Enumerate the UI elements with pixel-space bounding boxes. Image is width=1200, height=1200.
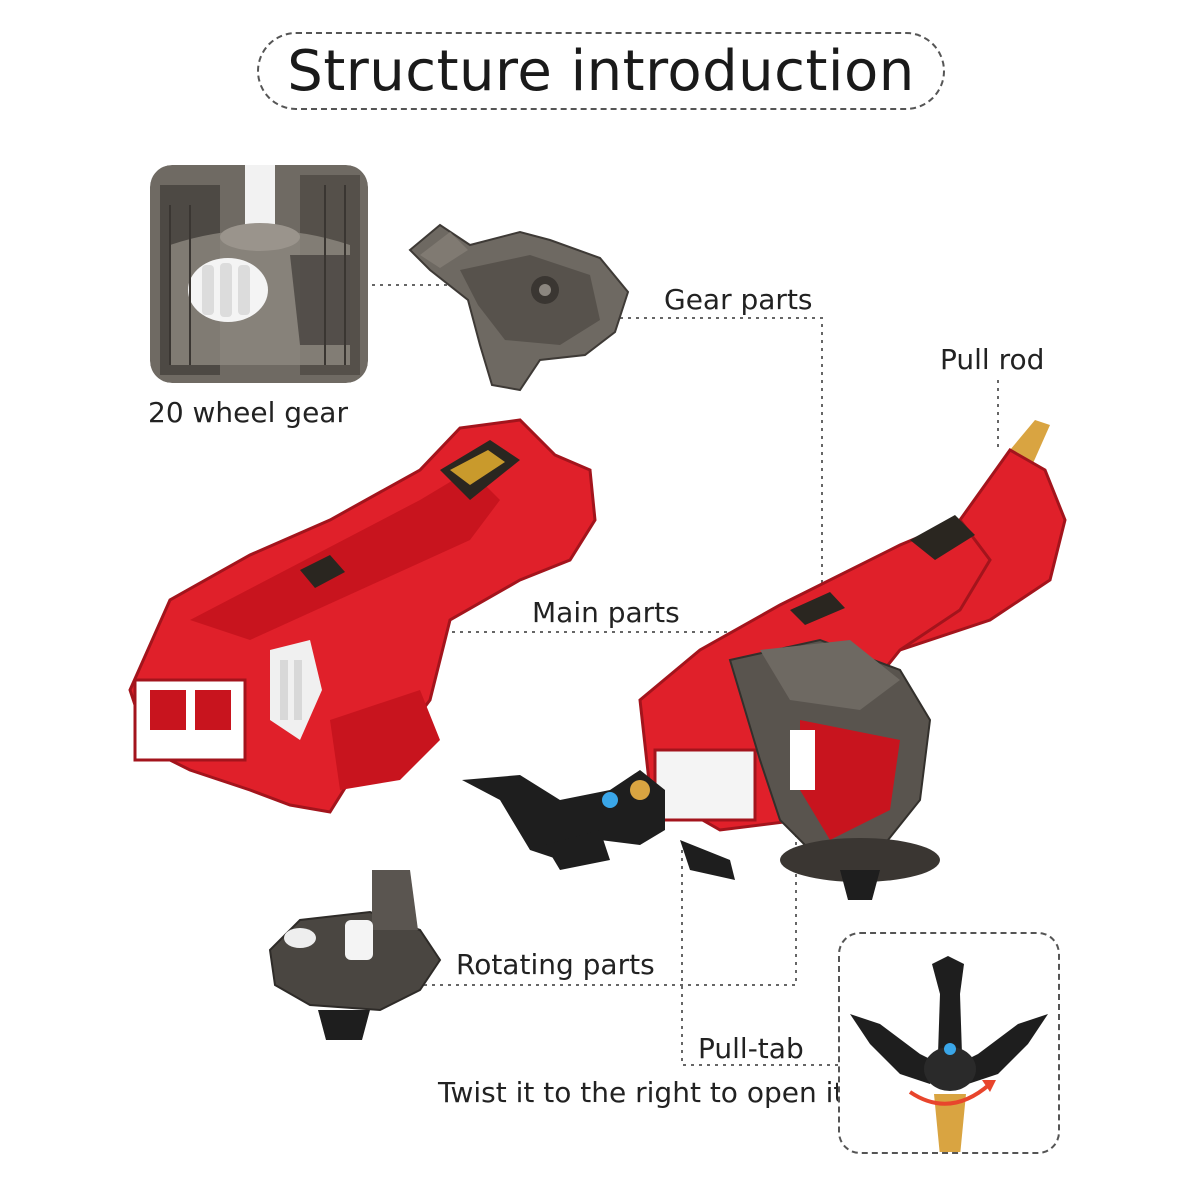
pull-tab-image <box>462 770 735 880</box>
label-rotating-parts: Rotating parts <box>456 948 655 981</box>
label-pull-tab-note: Twist it to the right to open it <box>438 1076 845 1109</box>
pull-tab-twist-image <box>850 956 1048 1152</box>
assembled-launcher-image <box>638 420 1067 900</box>
page-title: Structure introduction <box>287 38 915 104</box>
wheel-gear-closeup-image <box>150 165 368 383</box>
rotating-parts-image <box>268 870 442 1040</box>
wheel-gear-inset <box>150 165 368 383</box>
gear-parts-image <box>408 223 630 392</box>
label-gear-parts: Gear parts <box>664 283 813 316</box>
main-parts-image <box>128 418 597 814</box>
label-pull-tab: Pull-tab <box>698 1032 804 1065</box>
title-frame: Structure introduction <box>257 32 945 110</box>
leader-lines <box>372 284 999 1066</box>
label-pull-rod: Pull rod <box>940 343 1045 376</box>
label-20-wheel-gear: 20 wheel gear <box>148 396 348 429</box>
pull-tab-inset <box>838 932 1060 1154</box>
label-main-parts: Main parts <box>532 596 680 629</box>
